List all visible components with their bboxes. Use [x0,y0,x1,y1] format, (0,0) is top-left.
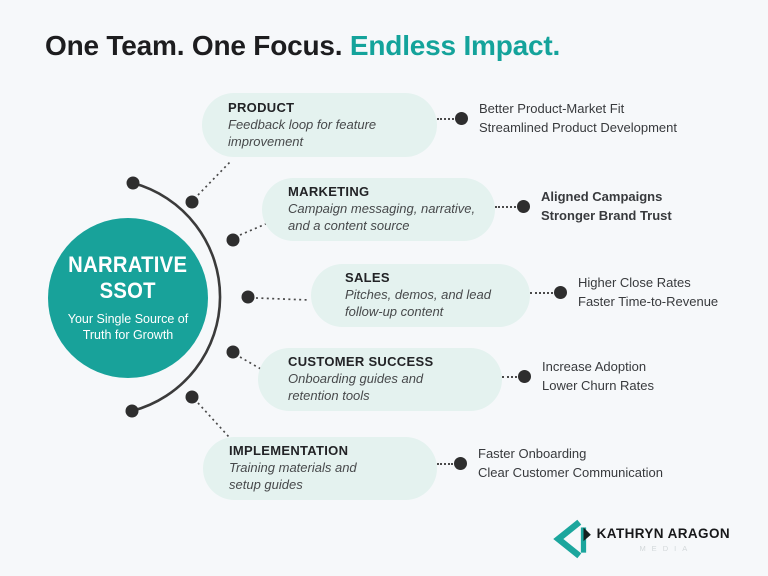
brand-tagline: MEDIA [639,543,694,553]
node-dot-marketing [226,233,240,247]
bubble-implementation-description: Training materials and setup guides [229,460,357,492]
bubble-marketing-title: MARKETING [288,184,370,200]
outcome-dot-customer-success [518,370,531,384]
outcome-stub-implementation [437,462,453,465]
outcome-dot-product [455,112,468,126]
outcomes-marketing: Aligned Campaigns Stronger Brand Trust [495,189,672,225]
bubble-marketing: MARKETING Campaign messaging, narrative,… [262,178,495,241]
outcomes-product: Better Product-Market Fit Streamlined Pr… [437,101,677,137]
outcome-product-2: Streamlined Product Development [479,120,677,136]
bubble-product: PRODUCT Feedback loop for feature improv… [202,93,437,157]
node-dot-product [185,195,199,209]
connector-sales [255,297,310,301]
outcome-dot-marketing [517,200,530,214]
bubble-product-title: PRODUCT [228,99,295,115]
outcome-dot-sales [554,286,567,300]
bubble-implementation-title: IMPLEMENTATION [229,443,349,459]
bubble-marketing-description: Campaign messaging, narrative, and a con… [288,201,476,233]
outcome-marketing-1: Aligned Campaigns [541,189,663,204]
outcome-stub-customer-success [502,375,517,378]
page-title-black: One Team. One Focus. [45,30,350,61]
hub-title: NARRATIVE SSOT [68,252,187,304]
bubble-customer-success-title: CUSTOMER SUCCESS [288,354,434,370]
hub-circle: NARRATIVE SSOT Your Single Source of Tru… [48,218,208,378]
outcome-dot-implementation [454,457,467,471]
kathryn-aragon-logo-icon [552,519,591,559]
bubble-sales-title: SALES [345,270,390,286]
connector-implementation [197,402,230,438]
connector-marketing [239,222,269,236]
hub-subtitle-line2: Truth for Growth [82,328,174,343]
node-dot-customer-success [226,345,240,359]
outcomes-customer-success: Increase Adoption Lower Churn Rates [502,359,654,395]
hub-title-line2: SSOT [99,277,157,303]
outcome-stub-product [437,117,454,120]
hub-subtitle-line1: Your Single Source of [67,311,189,326]
outcome-marketing-2: Stronger Brand Trust [541,208,672,224]
outcome-sales-1: Higher Close Rates [578,275,691,290]
node-dot-sales [241,290,255,304]
bubble-product-description: Feedback loop for feature improvement [228,116,377,149]
outcome-sales-2: Faster Time-to-Revenue [578,294,719,310]
outcomes-sales: Higher Close Rates Faster Time-to-Revenu… [530,275,718,311]
outcome-implementation-1: Faster Onboarding [478,446,587,461]
brand-logo: KATHRYN ARAGON MEDIA [552,518,730,560]
outcome-customer-success-1: Increase Adoption [542,359,647,374]
outcome-implementation-2: Clear Customer Communication [478,465,663,481]
bubble-sales-description: Pitches, demos, and lead follow-up conte… [345,287,491,319]
page-title-accent: Endless Impact. [349,30,561,61]
bubble-customer-success-description: Onboarding guides and retention tools [288,371,424,403]
hub-subtitle: Your Single Source of Truth for Growth [68,311,188,345]
outcome-product-1: Better Product-Market Fit [479,101,625,116]
page-title: One Team. One Focus. Endless Impact. [45,30,560,62]
outcomes-implementation: Faster Onboarding Clear Customer Communi… [437,446,663,482]
outcome-stub-marketing [495,205,516,208]
hub-title-line1: NARRATIVE [68,251,188,277]
bubble-implementation: IMPLEMENTATION Training materials and se… [203,437,437,500]
brand-name: KATHRYN ARAGON [596,525,730,541]
node-dot-implementation [185,390,199,404]
outcome-customer-success-2: Lower Churn Rates [542,378,654,394]
arc-end-dot-top [126,176,140,190]
logo-chevron [552,519,581,559]
bubble-customer-success: CUSTOMER SUCCESS Onboarding guides and r… [258,348,502,411]
outcome-stub-sales [530,291,553,294]
bubble-sales: SALES Pitches, demos, and lead follow-up… [311,264,530,327]
connector-product [197,161,231,196]
arc-end-dot-bottom [125,404,139,418]
logo-notch [583,527,591,542]
